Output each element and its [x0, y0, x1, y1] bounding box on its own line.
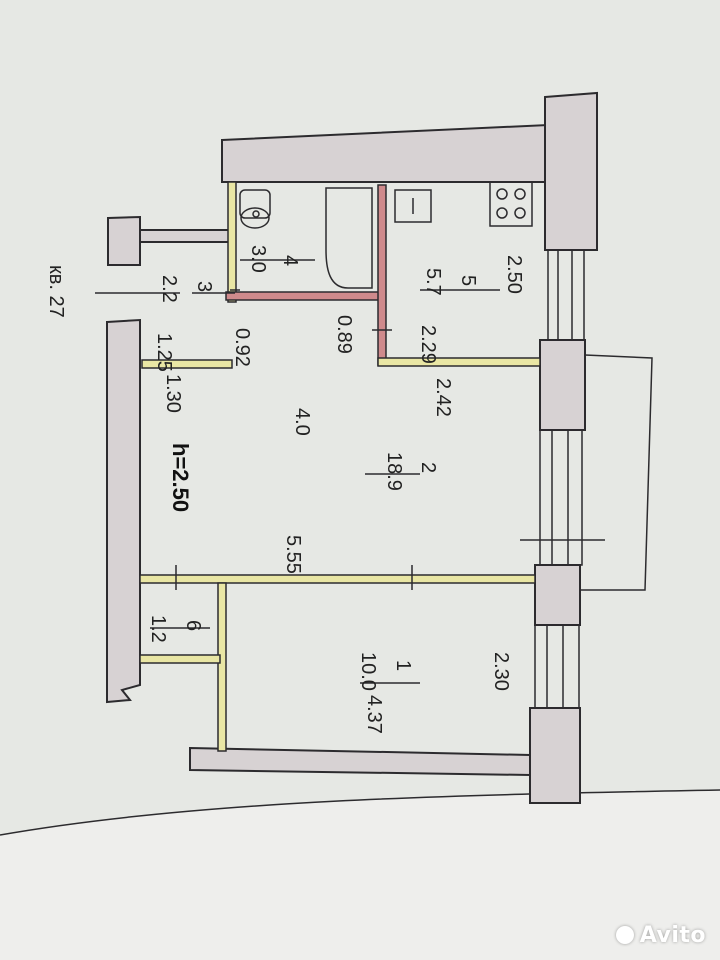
plan-labels: кв. 27 h=2.50 1 10.0 2 18.9 3 2.2 4 3.0 … — [45, 245, 525, 734]
partition-closet-bottom — [139, 654, 221, 664]
outer-walls — [106, 91, 598, 804]
dim-2-29: 2.29 — [417, 325, 439, 364]
dim-1-30: 1.30 — [162, 374, 184, 413]
room-4-area: 3.0 — [247, 245, 269, 273]
avito-watermark: Avito — [615, 923, 706, 948]
apartment-label: кв. 27 — [45, 265, 67, 318]
room-4-number: 4 — [279, 255, 301, 266]
window-room-2 — [520, 429, 605, 566]
balcony-outline — [580, 354, 653, 591]
stove-icon — [489, 181, 533, 227]
partition-bath-left — [227, 181, 237, 303]
dimension-lines — [95, 259, 500, 684]
avito-logo-icon — [615, 926, 634, 944]
dim-5-55: 5.55 — [282, 535, 304, 574]
fixtures — [239, 181, 533, 289]
dim-0-89: 0.89 — [333, 315, 355, 354]
wall-pier-1 — [539, 339, 586, 431]
dim-2-30: 2.30 — [490, 652, 512, 691]
partition-bath-bottom — [225, 291, 385, 301]
room-3-area: 2.2 — [158, 275, 180, 303]
partition-hall — [141, 359, 233, 369]
window-room-1 — [534, 624, 580, 709]
window-kitchen — [547, 249, 585, 341]
bathtub-icon — [325, 187, 373, 289]
wall-left-stub — [107, 215, 141, 266]
room-5-number: 5 — [457, 275, 479, 286]
windows — [520, 249, 653, 709]
dim-4-0: 4.0 — [291, 408, 313, 436]
room-3-number: 3 — [193, 281, 215, 292]
partition-kitchen-bottom — [377, 357, 541, 367]
wall-left-connector — [139, 229, 231, 243]
room-6-number: 6 — [182, 620, 204, 631]
wall-pier-3 — [529, 707, 581, 804]
dim-2-42: 2.42 — [432, 378, 454, 417]
dim-4-37: 4.37 — [363, 695, 385, 734]
dim-1-25: 1.25 — [153, 333, 175, 372]
dim-2-50-top: 2.50 — [503, 255, 525, 294]
room-6-area: 1.2 — [147, 615, 169, 643]
partition-room-1-top — [139, 574, 536, 584]
room-1-area: 10.0 — [357, 652, 379, 691]
partitions — [139, 181, 541, 752]
dim-0-92: 0.92 — [231, 328, 253, 367]
watermark-text: Avito — [639, 923, 706, 948]
ceiling-height-label: h=2.50 — [168, 443, 193, 512]
room-5-area: 5.7 — [422, 268, 444, 296]
partition-room-1-left — [217, 582, 227, 752]
paper-fold-line — [0, 789, 720, 836]
wall-left — [106, 318, 141, 704]
room-2-area: 18.9 — [383, 452, 405, 491]
partition-kitchen-left — [377, 184, 387, 366]
wall-pier-2 — [534, 564, 581, 626]
paper-fold-area — [0, 790, 720, 960]
room-1-number: 1 — [392, 660, 414, 671]
wall-top-right — [544, 91, 598, 251]
room-2-number: 2 — [417, 462, 439, 473]
sink-icon — [394, 189, 432, 223]
toilet-icon — [239, 189, 271, 229]
